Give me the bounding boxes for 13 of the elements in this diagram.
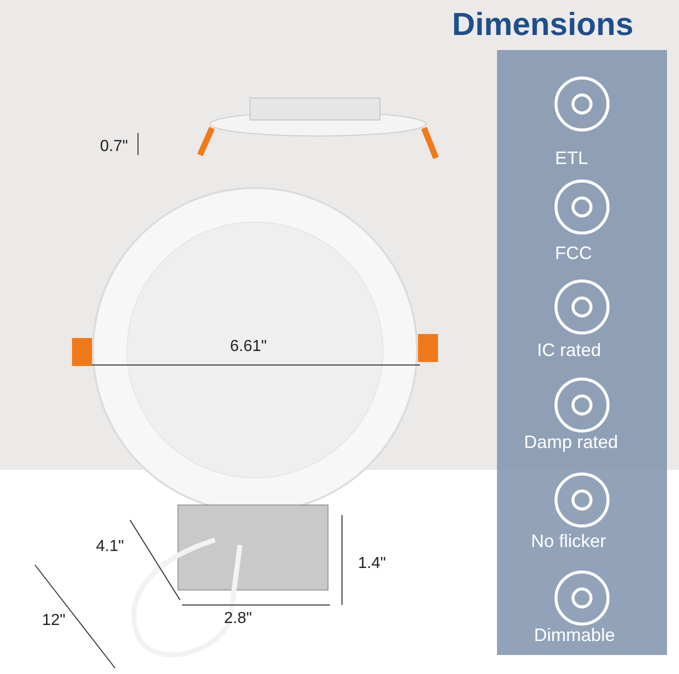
dimension-label: 0.7" — [100, 138, 128, 156]
feature-label: No flicker — [531, 531, 606, 552]
feature-label: Damp rated — [524, 432, 618, 453]
dimension-label: 12" — [42, 612, 66, 630]
feature-label: Dimmable — [534, 625, 616, 646]
feature-label: ETL — [555, 148, 588, 169]
feature-label: FCC — [555, 243, 592, 264]
dimension-label: 2.8" — [224, 610, 252, 628]
dimension-label: 6.61" — [230, 338, 267, 356]
dimension-label: 4.1" — [96, 538, 124, 556]
title: Dimensions — [452, 6, 634, 43]
dimension-label: 1.4" — [358, 555, 386, 573]
feature-label: IC rated — [537, 340, 602, 361]
